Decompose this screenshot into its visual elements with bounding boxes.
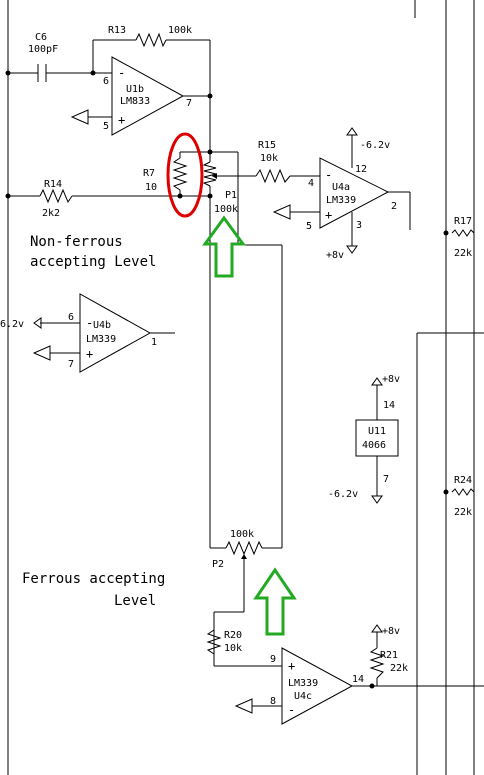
resistor-r24: R24 22k	[451, 475, 475, 518]
r15-ref: R15	[258, 140, 276, 151]
r7-value: 10	[145, 182, 157, 193]
r17-value: 22k	[454, 248, 472, 259]
u4a-pin-inv: 4	[308, 178, 314, 189]
r17-ref: R17	[454, 216, 472, 227]
resistor-r21: +8v R21 22k	[369, 624, 408, 679]
r13-value: 100k	[168, 25, 192, 36]
comparator-u4a: - + U4a LM339 4 5 12 3 2 -6.2v +8v	[272, 127, 397, 261]
svg-text:-: -	[288, 703, 295, 717]
u4a-pin-out: 2	[391, 201, 397, 212]
svg-text:-: -	[118, 66, 125, 80]
u4a-ref: U4a	[332, 182, 350, 193]
u4a-rail-neg: -6.2v	[360, 140, 390, 151]
supply-arrow-icon	[346, 127, 358, 136]
r14-value: 2k2	[42, 208, 60, 219]
u1b-part: LM833	[120, 96, 150, 107]
resistor-r20: R20 10k	[206, 629, 242, 655]
u11-rail-top: +8v	[382, 374, 400, 385]
r21-value: 22k	[390, 663, 408, 674]
u1b-pin-noninv: 5	[103, 121, 109, 132]
opamp-u1b: - + U1b LM833 6 5 7	[70, 56, 192, 136]
supply-arrow-icon	[33, 317, 42, 329]
ferrous-label-2: Level	[114, 593, 156, 609]
u4c-ref: U4c	[294, 691, 312, 702]
up-arrow-icon	[202, 215, 246, 278]
u4b-part: LM339	[86, 334, 116, 345]
r20-value: 10k	[224, 643, 242, 654]
u4a-pin-noninv: 5	[306, 221, 312, 232]
u11-part: 4066	[362, 440, 386, 451]
c6-ref: C6	[35, 32, 47, 43]
potentiometer-p2: 100k P2	[212, 529, 263, 570]
resistor-r13: R13 100k	[108, 25, 192, 48]
ground-symbol	[272, 204, 291, 220]
resistor-r7: R7 10	[143, 157, 188, 193]
svg-text:+: +	[86, 347, 93, 361]
u4b-pin-out: 1	[151, 337, 157, 348]
r24-value: 22k	[454, 507, 472, 518]
ic-u11: U11 4066 14 7 +8v -6.2v	[328, 374, 400, 504]
r15-value: 10k	[260, 153, 278, 164]
u11-pin-bottom: 7	[383, 474, 389, 485]
r21-rail: +8v	[382, 626, 400, 637]
junction-dots	[5, 70, 449, 689]
u1b-pin-out: 7	[186, 98, 192, 109]
u4b-pin-noninv: 7	[68, 359, 74, 370]
svg-text:+: +	[118, 113, 125, 127]
svg-text:-: -	[325, 168, 332, 182]
p2-ref: P2	[212, 559, 224, 570]
supply-arrow-icon	[371, 624, 383, 633]
resistor-r14: R14 2k2	[39, 179, 73, 219]
resistor-r15: R15 10k	[255, 140, 291, 184]
capacitor-c6: C6 100pF	[28, 32, 58, 82]
resistor-r17: R17 22k	[451, 216, 475, 259]
p1-value: 100k	[214, 204, 238, 215]
r7-ref: R7	[143, 168, 155, 179]
u11-pin-top: 14	[383, 400, 395, 411]
u1b-ref: U1b	[126, 84, 144, 95]
svg-text:-: -	[86, 316, 93, 330]
c6-value: 100pF	[28, 44, 58, 55]
r21-ref: R21	[380, 650, 398, 661]
p1-ref: P1	[225, 190, 237, 201]
u11-rail-bottom: -6.2v	[328, 489, 358, 500]
r24-ref: R24	[454, 475, 472, 486]
ferrous-annotation: Ferrous accepting Level	[22, 571, 165, 609]
u4b-supply: 6.2v	[0, 319, 24, 330]
svg-text:+: +	[288, 659, 295, 673]
up-arrow-icon	[253, 567, 297, 636]
comparator-u4c: + - LM339 U4c 9 8 14	[234, 647, 364, 725]
p2-value: 100k	[230, 529, 254, 540]
u4b-pin-inv: 6	[68, 312, 74, 323]
u4c-pin-inv: 9	[270, 654, 276, 665]
u11-ref: U11	[368, 426, 386, 437]
u4b-ref: U4b	[93, 320, 111, 331]
r20-ref: R20	[224, 630, 242, 641]
u4c-pin-noninv: 8	[270, 696, 276, 707]
supply-arrow-icon	[346, 245, 358, 254]
potentiometer-p1: P1 100k	[202, 161, 238, 215]
nonferrous-annotation: Non-ferrous accepting Level	[30, 234, 156, 270]
ferrous-label-1: Ferrous accepting	[22, 571, 165, 587]
comparator-u4b: - + U4b LM339 6 7 1 6.2v	[0, 293, 157, 373]
supply-arrow-icon	[371, 377, 383, 386]
u4c-part: LM339	[288, 678, 318, 689]
ground-symbol	[32, 345, 51, 361]
nonferrous-label-1: Non-ferrous	[30, 234, 123, 250]
u4a-pin-vplus: 12	[355, 164, 367, 175]
r13-ref: R13	[108, 25, 126, 36]
highlight-circle	[166, 132, 204, 218]
supply-arrow-icon	[371, 495, 383, 504]
r14-ref: R14	[44, 179, 62, 190]
wires	[7, 0, 484, 775]
u4a-part: LM339	[326, 195, 356, 206]
ground-symbol	[70, 109, 89, 125]
u4a-rail-pos: +8v	[326, 250, 344, 261]
svg-text:+: +	[325, 208, 332, 222]
nonferrous-label-2: accepting Level	[30, 254, 156, 270]
ground-symbol	[234, 698, 253, 714]
u4c-pin-out: 14	[352, 674, 364, 685]
u1b-pin-inv: 6	[103, 76, 109, 87]
u4a-pin-vminus: 3	[356, 220, 362, 231]
